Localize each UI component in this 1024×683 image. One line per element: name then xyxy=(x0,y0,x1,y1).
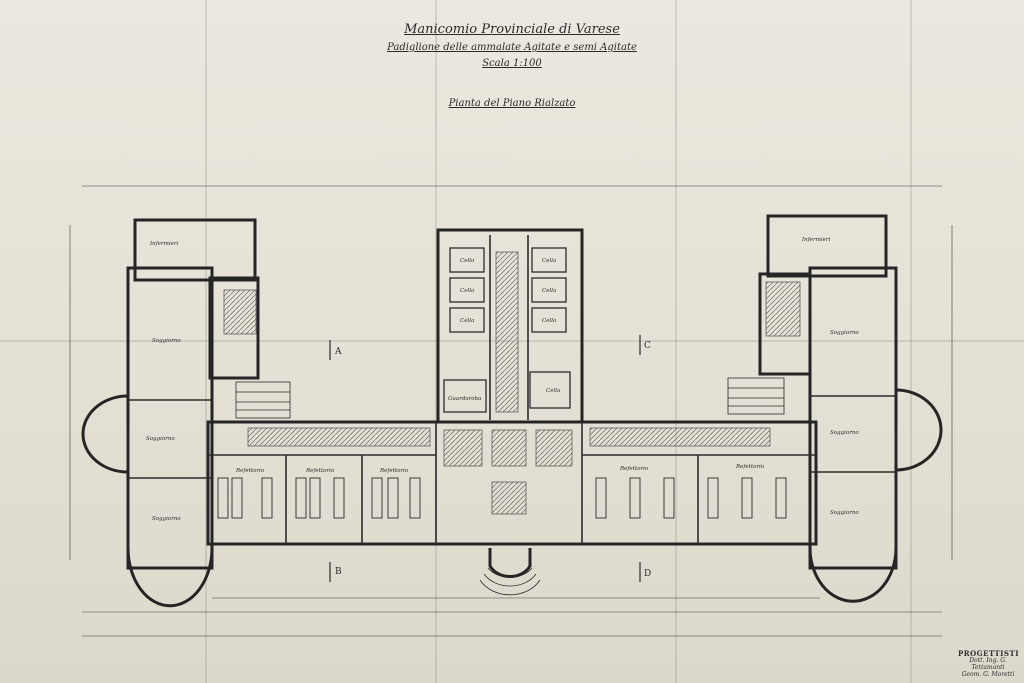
room-label-cella-5: Cella xyxy=(542,288,556,294)
section-markers xyxy=(329,335,641,582)
fold-line-vertical-1 xyxy=(205,0,207,683)
room-label-cella-2: Cella xyxy=(460,288,474,294)
designers-stamp: PROGETTISTI Dott. Ing. G. Tettamanti Geo… xyxy=(958,650,1018,678)
stamp-heading: PROGETTISTI xyxy=(958,649,1019,658)
room-label-guardaroba: Guardaroba xyxy=(448,396,481,402)
staircases xyxy=(235,377,785,596)
drawing-title: Manicomio Provinciale di Varese xyxy=(404,22,620,37)
room-label-soggiorno-4: Soggiorno xyxy=(830,330,859,336)
room-label-cella-3: Cella xyxy=(460,318,474,324)
interior-walls xyxy=(128,235,896,544)
room-label-refettorio-3: Refettorio xyxy=(379,468,409,474)
room-label-cella-4: Cella xyxy=(542,258,556,264)
building-outline xyxy=(81,214,943,608)
room-label-refettorio-2: Refettorio xyxy=(305,468,335,474)
fold-line-vertical-3 xyxy=(675,0,677,683)
room-label-infermeria-left: Infermieri xyxy=(149,241,178,247)
room-label-soggiorno-6: Soggiorno xyxy=(830,510,859,516)
fold-line-vertical-2 xyxy=(435,0,437,683)
section-mark-c: C xyxy=(644,341,651,351)
cell-rooms xyxy=(443,247,571,413)
stamp-line-1: Dott. Ing. G. Tettamanti xyxy=(969,657,1007,671)
room-label-cella-6: Cella xyxy=(542,318,556,324)
room-label-cella-7: Cella xyxy=(546,388,560,394)
plan-title: Pianta del Piano Rialzato xyxy=(448,98,576,109)
dimension-lines xyxy=(69,185,953,637)
room-label-soggiorno-1: Soggiorno xyxy=(152,338,181,344)
room-label-refettorio-5: Refettorio xyxy=(735,464,765,470)
refectory-tables xyxy=(217,477,787,519)
section-mark-b: B xyxy=(335,567,342,577)
room-label-refettorio-1: Refettorio xyxy=(235,468,265,474)
section-mark-a: A xyxy=(334,347,342,357)
room-label-soggiorno-5: Soggiorno xyxy=(830,430,859,436)
room-label-soggiorno-2: Soggiorno xyxy=(146,436,175,442)
section-mark-d: D xyxy=(644,569,651,579)
room-label-soggiorno-3: Soggiorno xyxy=(152,516,181,522)
fold-line-vertical-4 xyxy=(910,0,912,683)
room-label-refettorio-4: Refettorio xyxy=(619,466,649,472)
drawing-subtitle: Padiglione delle ammalate Agitate e semi… xyxy=(387,42,637,53)
stamp-line-2: Geom. G. Moretti xyxy=(961,671,1015,678)
room-label-infermeria-right: Infermieri xyxy=(801,237,830,243)
room-label-cella-1: Cella xyxy=(460,258,474,264)
drawing-scale: Scala 1:100 xyxy=(482,58,542,69)
hatched-areas xyxy=(223,251,801,515)
